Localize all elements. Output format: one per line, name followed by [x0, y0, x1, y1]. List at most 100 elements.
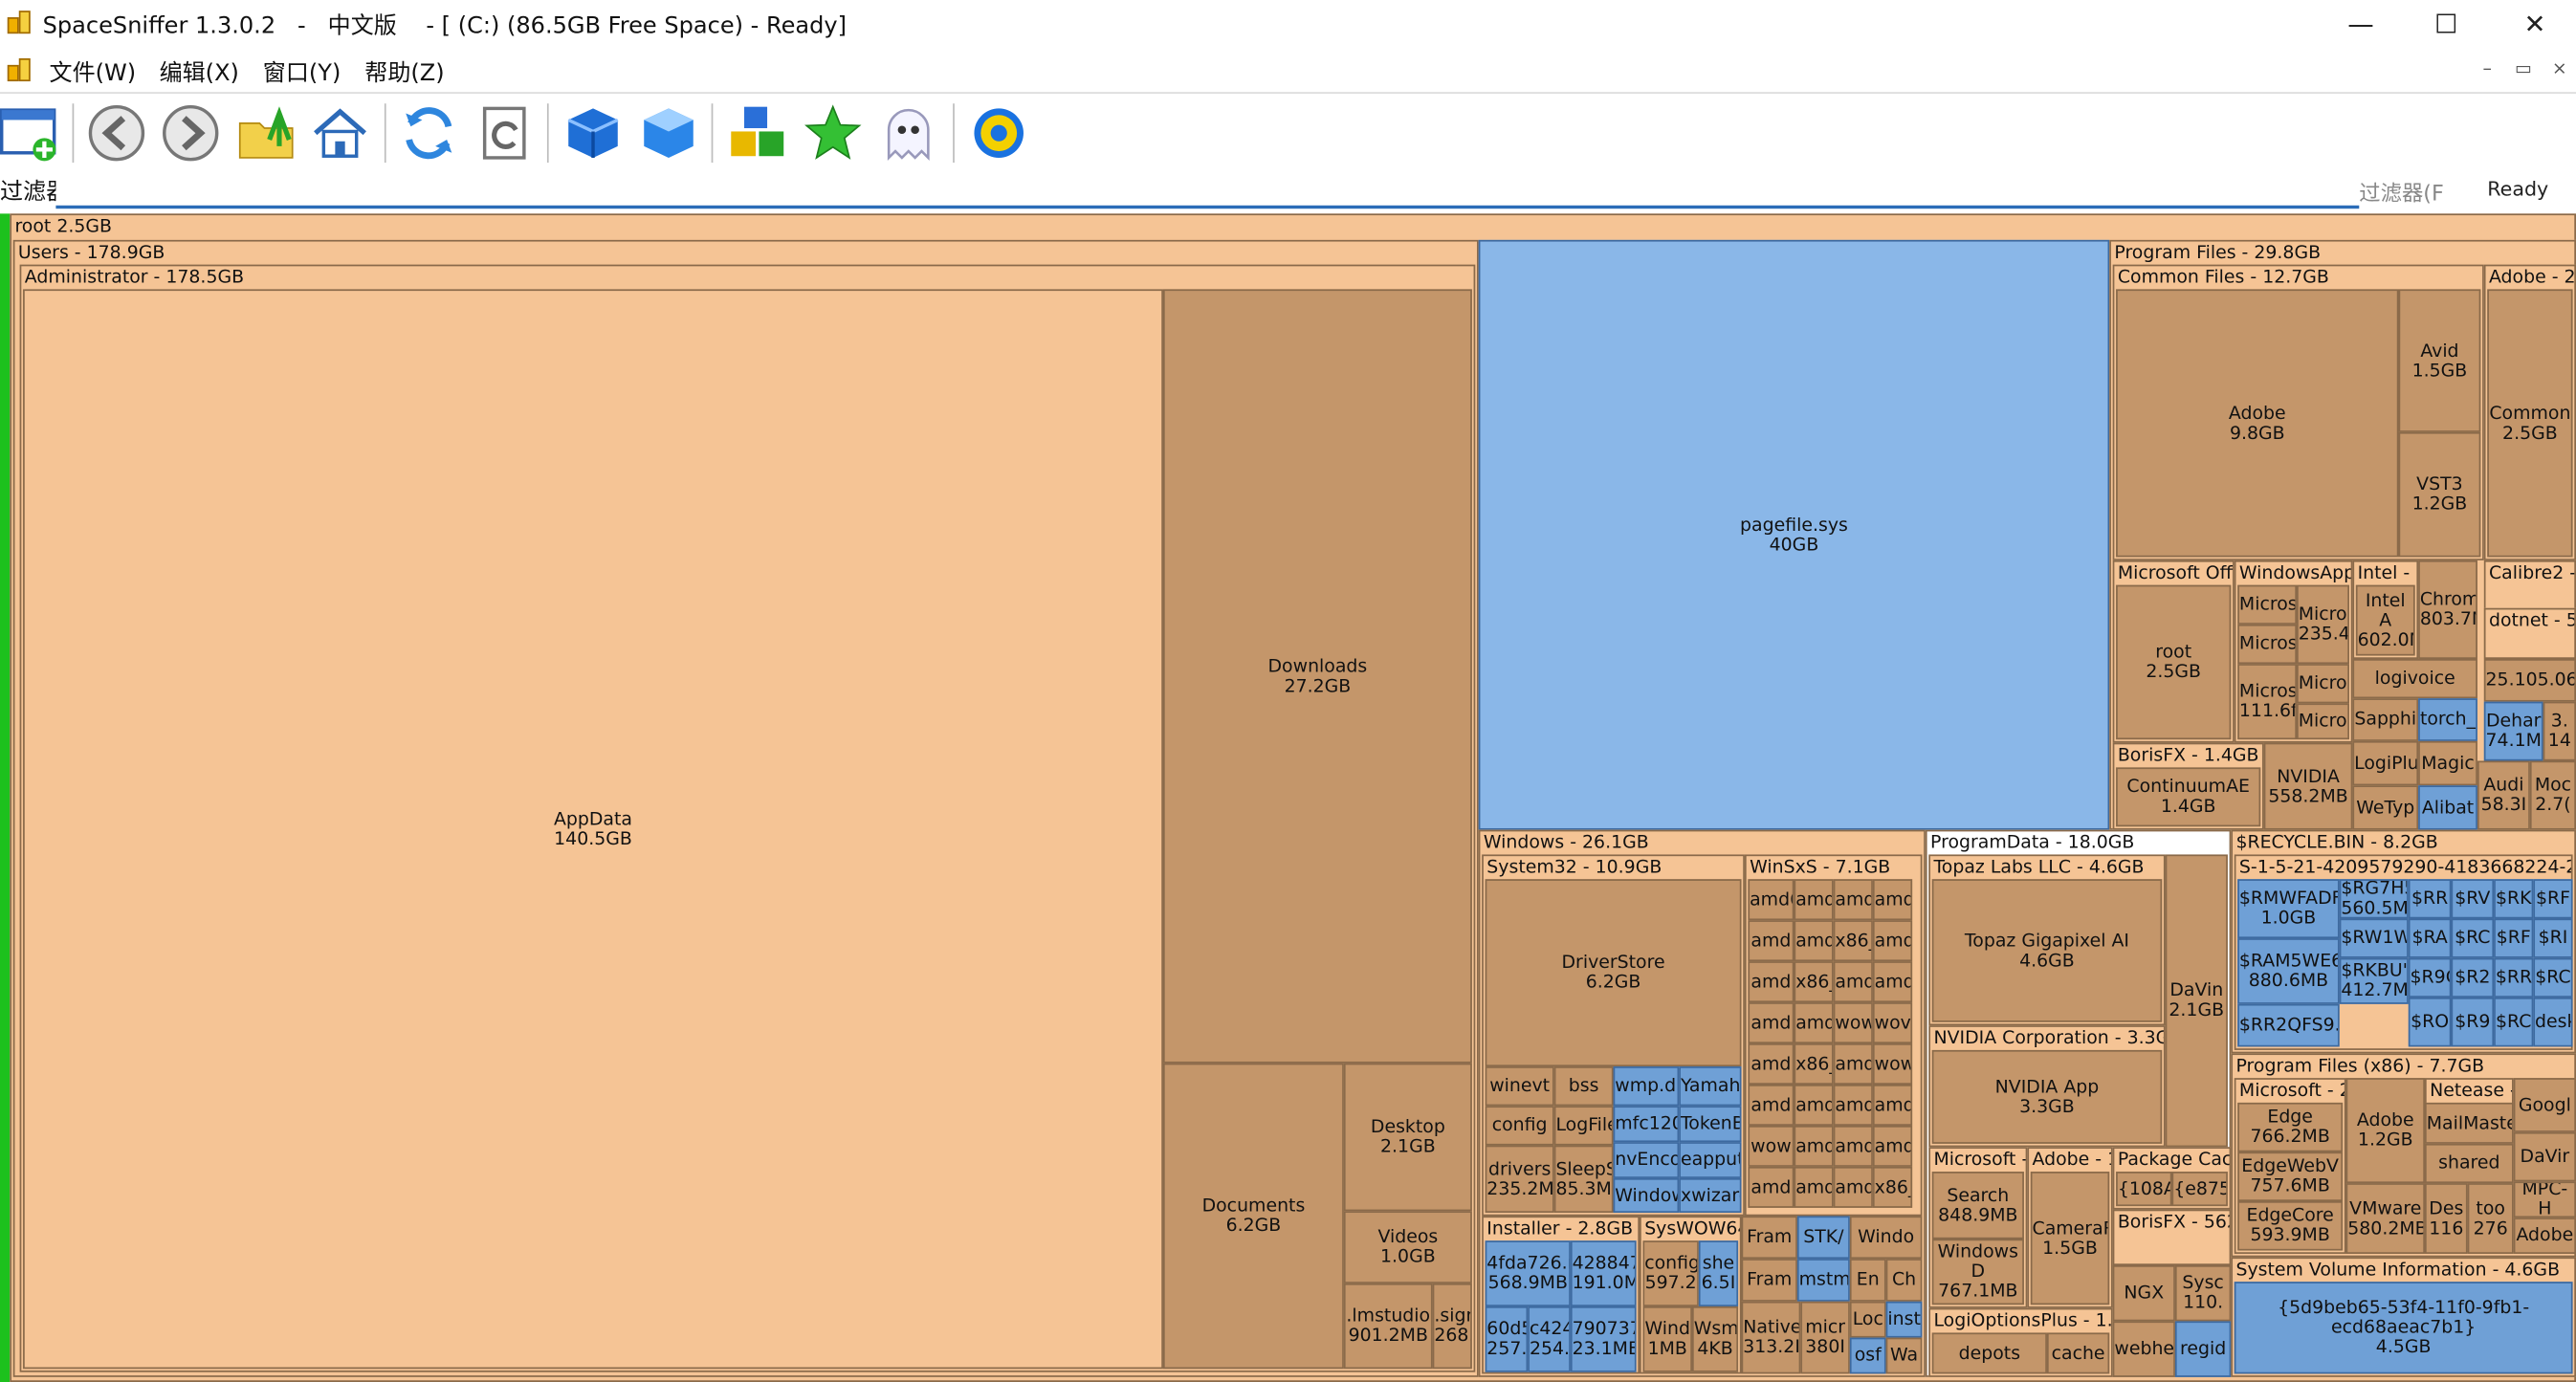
- menu-window[interactable]: 窗口(Y): [262, 60, 341, 88]
- treemap-file-recycle-item[interactable]: $RC: [2451, 918, 2495, 958]
- treemap-folder-native[interactable]: Native 313.2I: [1741, 1301, 1801, 1374]
- menu-help[interactable]: 帮助(Z): [364, 60, 445, 88]
- treemap-file-window[interactable]: Window: [1613, 1177, 1680, 1214]
- treemap-file-tokenb[interactable]: TokenB: [1679, 1106, 1742, 1143]
- mdi-close-button[interactable]: ×: [2551, 57, 2567, 79]
- treemap-folder-winsxs-item[interactable]: wow: [1872, 1043, 1913, 1086]
- treemap-folder-davinci-x86[interactable]: DaVir: [2513, 1131, 2576, 1182]
- treemap-folder-syswow-config[interactable]: config 597.2: [1642, 1240, 1699, 1306]
- treemap-folder-intel-a[interactable]: Intel A 602.0M: [2355, 584, 2415, 656]
- refresh-partial-button[interactable]: [472, 100, 538, 166]
- treemap-folder-videos[interactable]: Videos 1.0GB: [1343, 1211, 1472, 1283]
- treemap-folder-desktop[interactable]: Desktop 2.1GB: [1343, 1063, 1472, 1212]
- treemap-file-inst[interactable]: inst: [1885, 1301, 1923, 1338]
- treemap-file-recycle-item[interactable]: desk: [2533, 997, 2573, 1047]
- refresh-button[interactable]: [396, 100, 462, 166]
- treemap-file-mstm[interactable]: mstm: [1796, 1259, 1850, 1302]
- treemap-folder-winsxs-item[interactable]: wow: [1748, 1125, 1794, 1167]
- treemap-file-recycle-item[interactable]: $R9C: [2408, 957, 2452, 998]
- treemap-folder-winsxs-item[interactable]: amd64_us: [1748, 879, 1794, 921]
- treemap-folder-wa[interactable]: Wa: [1885, 1337, 1923, 1374]
- treemap-folder-drivers[interactable]: drivers 235.2M: [1485, 1145, 1554, 1214]
- treemap-folder-winsxs-item[interactable]: amd: [1794, 1002, 1834, 1044]
- treemap-folder-winsxs-item[interactable]: amd: [1748, 1043, 1794, 1086]
- treemap-folder-windowsapps-item[interactable]: Micros 235.4: [2297, 584, 2349, 665]
- treemap-file-installer-item[interactable]: 790737 23.1MB: [1570, 1305, 1637, 1372]
- treemap-folder-syswow-wind[interactable]: Wind 1MB: [1642, 1305, 1692, 1372]
- treemap-folder-root[interactable]: root 2.5GB: [2116, 584, 2232, 740]
- treemap-folder-package-e875[interactable]: {e875: [2171, 1172, 2228, 1207]
- menu-file[interactable]: 文件(W): [49, 60, 137, 88]
- treemap-folder-edgewebview[interactable]: EdgeWebV 757.6MB: [2237, 1152, 2344, 1201]
- treemap-folder-winsxs-item[interactable]: amd: [1794, 879, 1834, 921]
- treemap-file-recycle-item[interactable]: $RC: [2494, 997, 2534, 1047]
- treemap-file-nvenco[interactable]: nvEnco: [1613, 1142, 1680, 1178]
- treemap-folder-windo[interactable]: Windo: [1849, 1216, 1923, 1260]
- treemap-file-recycle-item[interactable]: $RMWFADF 1.0GB: [2237, 879, 2340, 939]
- treemap-folder-winsxs-item[interactable]: amd: [1872, 879, 1913, 921]
- treemap-file-stk[interactable]: STK/: [1796, 1216, 1850, 1260]
- treemap-folder-magic[interactable]: Magic: [2418, 740, 2477, 786]
- minimize-button[interactable]: —: [2347, 7, 2374, 39]
- treemap-folder-sleepstudy[interactable]: SleepS 85.3M: [1553, 1145, 1614, 1214]
- treemap-file-recycle-item[interactable]: $R2: [2451, 957, 2495, 998]
- treemap-folder-edge[interactable]: Edge 766.2MB: [2237, 1102, 2344, 1152]
- treemap-file-recycle-item[interactable]: $RO: [2408, 997, 2452, 1047]
- treemap-folder-winsxs-item[interactable]: amd: [1794, 920, 1834, 962]
- treemap-folder-package-108a[interactable]: {108A: [2116, 1172, 2172, 1207]
- treemap-folder-winsxs-item[interactable]: amd: [1833, 879, 1873, 921]
- treemap-file-dehar[interactable]: Dehar 74.1M: [2483, 701, 2543, 761]
- treemap-file-recycle-item[interactable]: $R9: [2451, 997, 2495, 1047]
- treemap-file-recycle-item[interactable]: $RI: [2533, 918, 2573, 958]
- menu-edit[interactable]: 编辑(X): [159, 60, 239, 88]
- treemap-file-xwizard[interactable]: xwizard: [1679, 1177, 1742, 1214]
- treemap-file-osf[interactable]: osf: [1849, 1337, 1886, 1374]
- back-button[interactable]: [84, 100, 150, 166]
- treemap-folder-google[interactable]: Googl: [2513, 1078, 2576, 1132]
- treemap-file-pagefile[interactable]: pagefile.sys 40GB: [1478, 239, 2110, 830]
- treemap-folder-documents[interactable]: Documents 6.2GB: [1162, 1063, 1344, 1370]
- treemap-folder-shared[interactable]: shared: [2424, 1143, 2514, 1184]
- filter-input[interactable]: [55, 168, 2360, 209]
- favorite-button[interactable]: [800, 100, 866, 166]
- treemap-file-recycle-item[interactable]: $RR: [2408, 879, 2452, 919]
- treemap-folder-winsxs-item[interactable]: amd: [1748, 920, 1794, 962]
- treemap-file-installer-item[interactable]: c424 254.: [1528, 1305, 1571, 1372]
- treemap-file-installer-item[interactable]: 428847 191.0M: [1570, 1240, 1637, 1306]
- treemap-folder-bss[interactable]: bss: [1553, 1066, 1614, 1107]
- treemap-folder-chrome[interactable]: Chrom 803.7N: [2418, 559, 2477, 659]
- treemap-folder-winsxs-item[interactable]: amd: [1794, 1125, 1834, 1167]
- treemap-folder-25105[interactable]: 25.105.06: [2483, 658, 2576, 702]
- treemap-folder-camera-raw[interactable]: CameraR 1.5GB: [2030, 1172, 2110, 1305]
- treemap-file-recycle-item[interactable]: $RF: [2533, 879, 2573, 919]
- treemap-folder-winsxs-item[interactable]: amd: [1833, 961, 1873, 1003]
- treemap-folder-wetyp[interactable]: WeTyp: [2352, 785, 2419, 830]
- treemap-folder-winsxs-item[interactable]: amd: [1794, 1085, 1834, 1126]
- treemap-folder-fram[interactable]: Fram: [1741, 1216, 1797, 1260]
- treemap-folder-search[interactable]: Search 848.9MB: [1931, 1172, 2024, 1239]
- treemap-file-recycle-item[interactable]: $RAM5WE6 880.6MB: [2237, 938, 2340, 1004]
- treemap-folder-winsxs-item[interactable]: amd: [1748, 961, 1794, 1003]
- close-button[interactable]: ✕: [2523, 7, 2546, 39]
- treemap-file-eapputi[interactable]: eapputi: [1679, 1142, 1742, 1178]
- treemap-folder-lmstudio[interactable]: .lmstudio 901.2MB: [1343, 1283, 1433, 1370]
- treemap-folder-borisfx-pd[interactable]: BorisFX - 562.: [2112, 1209, 2232, 1266]
- treemap-folder-cache[interactable]: cache: [2046, 1332, 2110, 1374]
- treemap-folder-depots[interactable]: depots: [1931, 1332, 2047, 1374]
- treemap-folder-topaz-gigapixel[interactable]: Topaz Gigapixel AI 4.6GB: [1931, 879, 2163, 1022]
- treemap-folder-windowsapps-item[interactable]: Micros: [2297, 664, 2349, 704]
- treemap-folder-winsxs-item[interactable]: x86_: [1794, 1043, 1834, 1086]
- treemap-folder-winsxs-item[interactable]: amd: [1748, 1002, 1794, 1044]
- treemap-folder-winsxs-item[interactable]: wov: [1872, 1002, 1913, 1044]
- treemap-file-recycle-item[interactable]: $RR: [2494, 957, 2534, 998]
- treemap-folder-winsxs-item[interactable]: amd: [1872, 1085, 1913, 1126]
- settings-button[interactable]: [966, 100, 1032, 166]
- treemap-folder-sign[interactable]: .sign 268.: [1432, 1283, 1472, 1370]
- treemap-folder-ch[interactable]: Ch: [1885, 1259, 1923, 1302]
- treemap-file-recycle-item[interactable]: $RV: [2451, 879, 2495, 919]
- colored-cubes-button[interactable]: [724, 100, 790, 166]
- mdi-minimize-button[interactable]: –: [2482, 57, 2492, 79]
- treemap-folder-winsxs-item[interactable]: amd: [1833, 1043, 1873, 1086]
- treemap-file-recycle-item[interactable]: $RW1W: [2339, 918, 2409, 958]
- treemap-file-recycle-item[interactable]: $RR2QFS9.: [2237, 1003, 2340, 1047]
